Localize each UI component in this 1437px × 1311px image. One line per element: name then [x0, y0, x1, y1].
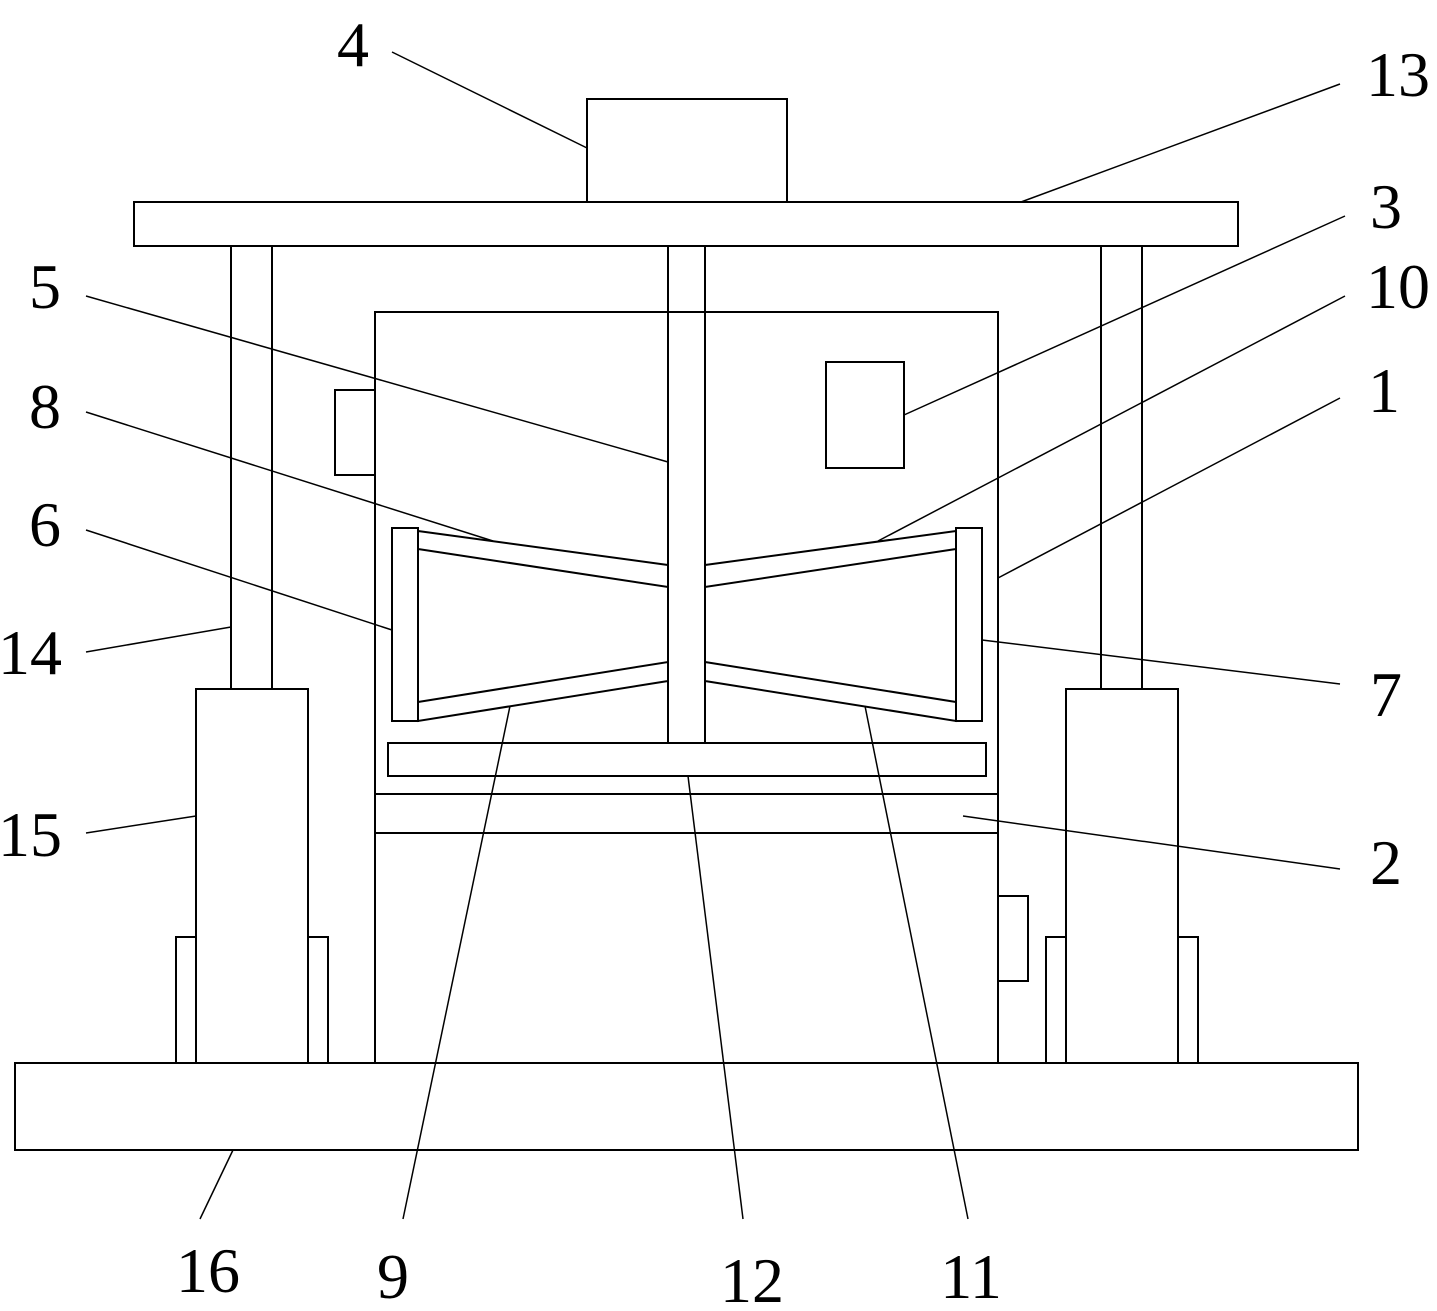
- right-cylinder-bracket-outer: [1177, 936, 1199, 1064]
- base-plate: [14, 1062, 1359, 1151]
- control-box: [825, 361, 905, 469]
- central-shaft: [667, 245, 706, 744]
- upper-left-arm: [417, 529, 669, 589]
- right-paddle: [955, 527, 983, 722]
- callout-4: 4: [337, 9, 369, 80]
- callout-11: 11: [940, 1241, 1002, 1311]
- left-cylinder: [195, 688, 309, 1064]
- leader-11: [864, 705, 969, 1220]
- callout-3: 3: [1370, 171, 1402, 242]
- leader-1: [997, 397, 1341, 579]
- left-cylinder-bracket-outer: [175, 936, 197, 1064]
- callout-9: 9: [377, 1241, 409, 1311]
- right-cylinder: [1065, 688, 1179, 1064]
- right-guide-rod: [1100, 245, 1143, 690]
- callout-6: 6: [29, 489, 61, 560]
- right-side-box: [997, 895, 1029, 982]
- leader-6: [85, 529, 393, 631]
- leader-2: [962, 815, 1341, 870]
- leader-12: [687, 775, 744, 1220]
- leader-7: [981, 639, 1341, 685]
- left-side-box: [334, 389, 376, 476]
- callout-13: 13: [1366, 39, 1430, 110]
- leader-3: [903, 215, 1346, 416]
- leader-13: [1020, 83, 1341, 203]
- leader-10: [877, 295, 1346, 542]
- callout-12: 12: [720, 1245, 784, 1311]
- left-paddle: [391, 527, 419, 722]
- lower-right-arm: [704, 660, 957, 723]
- motor: [586, 98, 788, 203]
- callout-15: 15: [0, 799, 62, 870]
- callout-5: 5: [29, 251, 61, 322]
- leader-15: [85, 815, 197, 834]
- leader-9: [402, 705, 511, 1220]
- leader-5: [85, 295, 669, 463]
- callout-7: 7: [1370, 659, 1402, 730]
- leader-14: [85, 626, 232, 653]
- callout-14: 14: [0, 617, 62, 688]
- upper-right-arm: [704, 529, 957, 589]
- callout-10: 10: [1366, 251, 1430, 322]
- leader-4: [391, 51, 588, 149]
- callout-8: 8: [29, 371, 61, 442]
- leader-8: [85, 411, 494, 542]
- callout-16: 16: [176, 1235, 240, 1306]
- callout-1: 1: [1368, 355, 1400, 426]
- left-guide-rod: [230, 245, 273, 690]
- main-housing: [374, 311, 999, 1064]
- right-cylinder-bracket-inner: [1045, 936, 1067, 1064]
- top-plate: [133, 201, 1239, 247]
- lower-left-arm: [417, 660, 669, 723]
- left-cylinder-bracket-inner: [307, 936, 329, 1064]
- leader-16: [199, 1149, 234, 1220]
- callout-2: 2: [1370, 827, 1402, 898]
- bottom-tray: [387, 742, 987, 777]
